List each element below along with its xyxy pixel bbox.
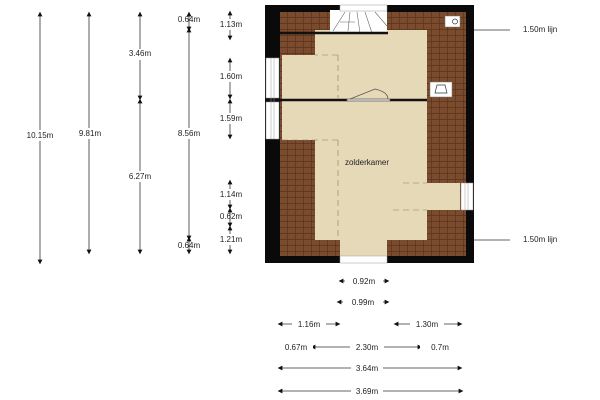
dim-seg-4: 1.14m — [220, 190, 243, 199]
dim-seg-5: 0.62m — [220, 212, 243, 221]
dim-lower: 6.27m — [129, 172, 152, 181]
roof-line-label: 1.50m lijn — [523, 235, 557, 244]
dim-upper: 3.46m — [129, 49, 152, 58]
dim-seg-2: 1.60m — [220, 72, 243, 81]
roof-line-label: 1.50m lijn — [523, 25, 557, 34]
dim-total-outer: 10.15m — [27, 131, 54, 140]
dim-row4-mid: 2.30m — [356, 343, 379, 352]
windows — [265, 4, 474, 264]
dim-middle: 8.56m — [178, 129, 201, 138]
room-label: zolderkamer — [345, 158, 389, 167]
dim-top-wall: 0.64m — [178, 15, 201, 24]
dim-row1: 0.92m — [353, 277, 376, 286]
door — [346, 88, 391, 102]
dashed-roof-lines — [282, 54, 427, 240]
dim-bottom-wall: 0.64m — [178, 241, 201, 250]
dim-total-inner: 9.81m — [79, 129, 102, 138]
vent-icon — [429, 81, 453, 98]
dim-seg-6: 1.21m — [220, 235, 243, 244]
dim-row5: 3.64m — [356, 364, 379, 373]
dim-seg-3: 1.59m — [220, 114, 243, 123]
dim-row2: 0.99m — [352, 298, 375, 307]
dim-row6: 3.69m — [356, 387, 379, 396]
dim-row4-left: 0.67m — [285, 343, 308, 352]
dim-row4-right: 0.7m — [431, 343, 449, 352]
dim-row3-right: 1.30m — [416, 320, 439, 329]
staircase — [330, 10, 388, 34]
floor-area — [282, 30, 460, 256]
dim-seg-1: 1.13m — [220, 20, 243, 29]
dim-row3-left: 1.16m — [298, 320, 321, 329]
boiler-icon — [444, 15, 461, 28]
